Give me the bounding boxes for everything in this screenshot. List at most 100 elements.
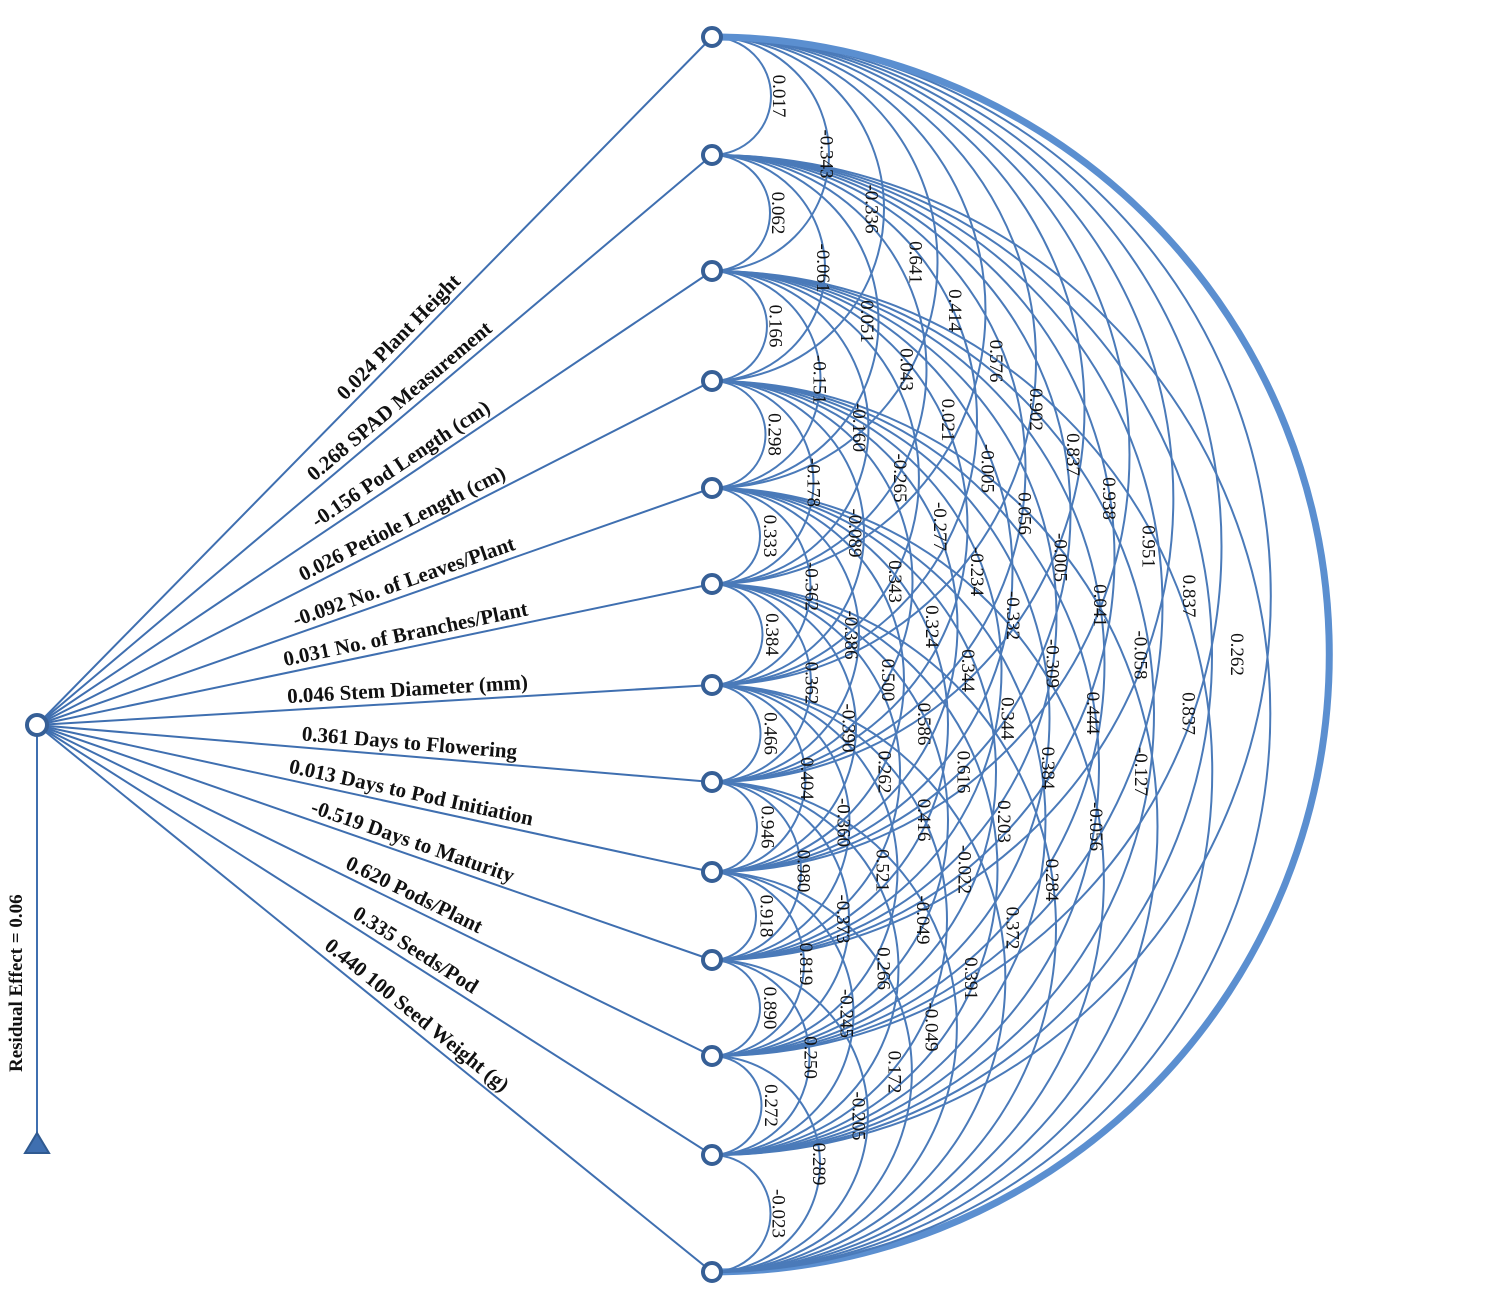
correlation-label-6-8: 0.362 bbox=[801, 662, 822, 705]
correlation-label-3-4: 0.166 bbox=[765, 305, 786, 348]
correlation-arc-7-12 bbox=[711, 684, 948, 1156]
correlation-arc-9-13 bbox=[711, 871, 913, 1273]
correlation-label-3-11: -0.309 bbox=[1041, 639, 1062, 688]
correlation-label-2-9: 0.056 bbox=[1014, 492, 1035, 535]
correlation-arc-5-10 bbox=[711, 487, 949, 961]
trait-label-1: 0.024 Plant Height bbox=[332, 269, 466, 404]
correlation-label-11-12: 0.272 bbox=[760, 1084, 781, 1127]
correlation-arc-2-10 bbox=[711, 154, 1116, 961]
correlation-label-9-10: 0.918 bbox=[756, 895, 777, 938]
trait-node-2 bbox=[701, 144, 723, 166]
correlation-arcs bbox=[711, 33, 1333, 1276]
correlation-label-4-10: 0.344 bbox=[957, 649, 978, 692]
correlation-label-6-12: -0.022 bbox=[954, 845, 975, 894]
correlation-arc-1-3 bbox=[711, 36, 830, 272]
correlation-arc-4-6 bbox=[711, 380, 815, 585]
correlation-label-10-11: 0.890 bbox=[759, 987, 780, 1030]
correlation-arc-7-9 bbox=[711, 684, 807, 873]
direct-effect-line-3 bbox=[36, 270, 713, 726]
correlation-label-2-10: -0.005 bbox=[1050, 533, 1071, 582]
direct-effect-line-10 bbox=[36, 724, 713, 961]
correlation-arc-5-7 bbox=[711, 487, 812, 686]
correlation-arc-3-9 bbox=[711, 270, 1014, 873]
direct-effect-line-1 bbox=[36, 36, 713, 726]
correlation-label-7-12: -0.049 bbox=[912, 895, 933, 944]
residual-effect-label: Residual Effect = 0.06 bbox=[6, 894, 27, 1072]
correlation-arc-9-11 bbox=[711, 871, 805, 1057]
correlation-arc-4-8 bbox=[711, 380, 914, 783]
correlation-arc-3-11 bbox=[711, 270, 1106, 1057]
correlation-label-1-13: 0.262 bbox=[1226, 633, 1247, 676]
correlation-label-1-2: 0.017 bbox=[768, 75, 789, 118]
direct-effect-lines bbox=[36, 36, 713, 1273]
correlation-label-8-9: 0.946 bbox=[756, 806, 777, 849]
correlation-arc-2-11 bbox=[711, 154, 1164, 1057]
correlation-arc-2-3 bbox=[711, 154, 771, 272]
correlation-label-3-6: -0.160 bbox=[848, 403, 869, 452]
correlation-label-1-6: 0.414 bbox=[944, 289, 965, 332]
correlation-arc-10-11 bbox=[711, 959, 761, 1057]
correlation-arc-2-8 bbox=[711, 154, 1027, 783]
trait-nodes bbox=[701, 26, 723, 1283]
correlation-label-2-13: 0.837 bbox=[1178, 692, 1199, 735]
correlation-arc-4-11 bbox=[711, 380, 1051, 1057]
correlation-label-4-6: -0.178 bbox=[803, 458, 824, 507]
correlation-label-4-8: 0.343 bbox=[884, 560, 905, 603]
correlation-arc-10-13 bbox=[711, 959, 869, 1273]
source-node bbox=[25, 713, 49, 737]
correlation-label-1-5: 0.641 bbox=[904, 241, 925, 284]
correlation-label-1-11: 0.951 bbox=[1137, 525, 1158, 568]
correlation-label-5-9: 0.500 bbox=[877, 659, 898, 702]
correlation-arc-9-10 bbox=[711, 871, 757, 961]
correlation-arc-8-12 bbox=[711, 781, 900, 1156]
trait-node-4 bbox=[701, 370, 723, 392]
trait-node-6 bbox=[701, 573, 723, 595]
correlation-arc-3-12 bbox=[711, 270, 1155, 1156]
correlation-arc-2-6 bbox=[711, 154, 928, 585]
correlation-arc-4-13 bbox=[711, 380, 1159, 1273]
trait-node-3 bbox=[701, 260, 723, 282]
correlation-label-5-6: 0.333 bbox=[759, 515, 780, 558]
trait-node-10 bbox=[701, 949, 723, 971]
correlation-arc-3-5 bbox=[711, 270, 822, 489]
correlation-label-1-4: -0.336 bbox=[861, 184, 882, 233]
correlation-label-12-13: -0.023 bbox=[768, 1189, 789, 1238]
correlation-arc-6-7 bbox=[711, 583, 764, 686]
correlation-arc-5-9 bbox=[711, 487, 905, 873]
correlation-arc-1-2 bbox=[711, 36, 772, 156]
correlation-arc-2-9 bbox=[711, 154, 1072, 873]
correlation-arc-7-10 bbox=[711, 684, 851, 961]
trait-node-1 bbox=[701, 26, 723, 48]
correlation-label-2-8: -0.005 bbox=[977, 444, 998, 493]
correlation-arc-2-13 bbox=[711, 154, 1272, 1273]
correlation-label-2-11: 0.041 bbox=[1089, 584, 1110, 627]
correlation-label-3-5: -0.151 bbox=[809, 355, 830, 404]
correlation-label-5-7: -0.362 bbox=[800, 562, 821, 611]
correlation-arc-2-7 bbox=[711, 154, 978, 686]
correlation-arc-7-11 bbox=[711, 684, 899, 1057]
correlation-label-2-12: -0.058 bbox=[1130, 630, 1151, 679]
correlation-label-1-10: 0.938 bbox=[1098, 477, 1119, 520]
correlation-label-4-5: 0.298 bbox=[763, 413, 784, 456]
correlation-arc-1-8 bbox=[711, 36, 1086, 783]
correlation-arc-7-13 bbox=[711, 684, 1007, 1273]
correlation-arc-1-5 bbox=[711, 36, 939, 489]
correlation-arc-1-13 bbox=[711, 33, 1333, 1276]
correlation-label-4-7: -0.089 bbox=[844, 508, 865, 557]
direct-effect-line-7 bbox=[36, 684, 713, 726]
correlation-arc-8-9 bbox=[711, 781, 758, 873]
correlation-label-6-11: 0.416 bbox=[913, 799, 934, 842]
correlation-arc-8-10 bbox=[711, 781, 802, 961]
correlation-arc-5-6 bbox=[711, 487, 761, 585]
correlation-label-3-13: -0.127 bbox=[1130, 747, 1151, 796]
correlation-label-8-12: 0.266 bbox=[872, 947, 893, 990]
trait-node-8 bbox=[701, 771, 723, 793]
correlation-arc-5-12 bbox=[711, 487, 1047, 1156]
correlation-arc-1-4 bbox=[711, 36, 885, 382]
trait-node-9 bbox=[701, 861, 723, 883]
correlation-label-7-11: 0.521 bbox=[872, 849, 893, 892]
direct-effect-line-5 bbox=[36, 487, 713, 726]
correlation-label-5-11: 0.616 bbox=[952, 751, 973, 794]
direct-effect-line-11 bbox=[36, 724, 713, 1057]
correlation-labels: 0.017-0.343-0.3360.6410.4140.5760.9020.8… bbox=[756, 75, 1247, 1238]
